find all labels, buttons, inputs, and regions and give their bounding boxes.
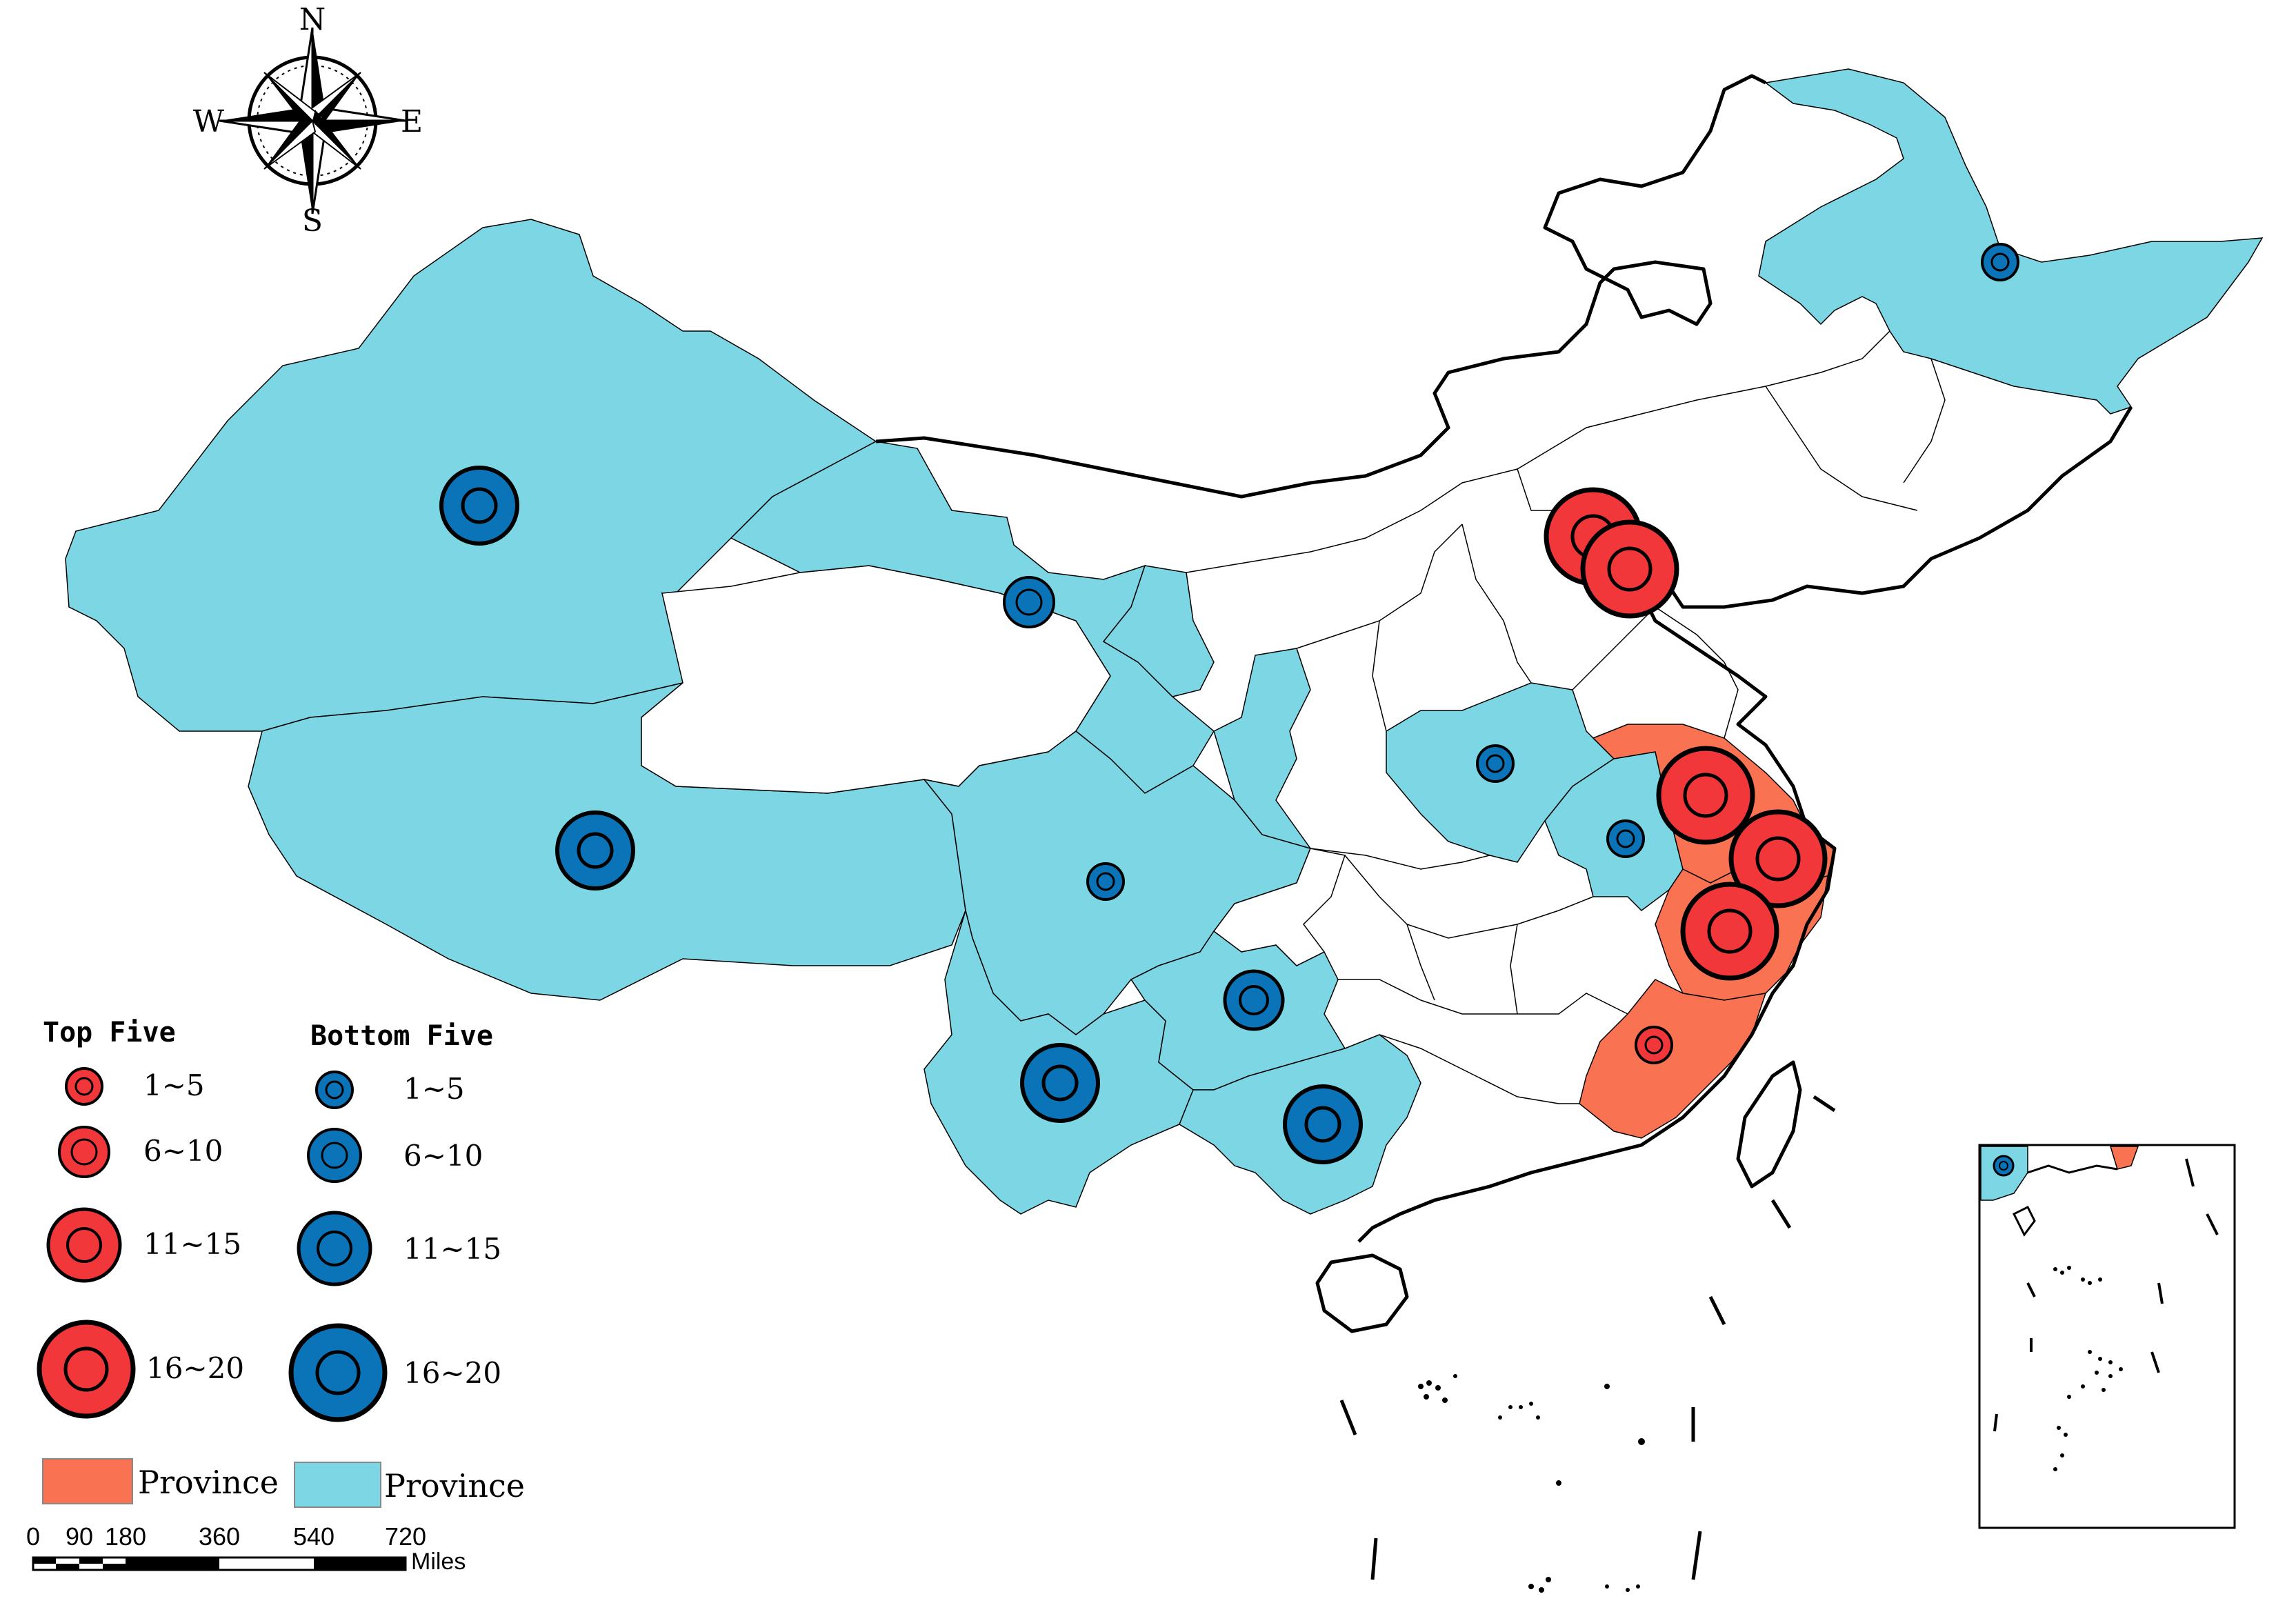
marker-yunnan (1020, 1043, 1100, 1123)
scale-unit-label: Miles (411, 1549, 466, 1575)
internal-boundaries (1186, 330, 1946, 1104)
marker-jiangsu (1656, 746, 1755, 845)
marker-sichuan (1086, 862, 1125, 901)
scale-tick-540: 540 (293, 1522, 335, 1551)
marker-henan (1476, 744, 1515, 783)
legend-bottom-five-title: Bottom Five (310, 1020, 493, 1052)
nine-dash-line (1339, 1095, 1836, 1580)
legend-bottom-symbol-1 (315, 1071, 354, 1109)
legend-top-province-label: Province (138, 1464, 279, 1501)
compass-north-label: N (299, 2, 326, 37)
compass-rose-icon: N S E W (193, 2, 423, 239)
legend-top-province-swatch (42, 1458, 133, 1504)
scale-tick-0: 0 (26, 1522, 40, 1551)
legend-top-range-3: 11~15 (143, 1227, 241, 1261)
scale-tick-180: 180 (105, 1522, 146, 1551)
compass-east-label: E (401, 104, 423, 139)
marker-guangxi (1283, 1084, 1363, 1164)
south-china-sea-inset (1978, 1144, 2236, 1529)
coastline (1357, 406, 2133, 1243)
province-heilongjiang (1758, 68, 2264, 415)
legend-bottom-range-3: 11~15 (403, 1232, 501, 1266)
bottom-five-markers (439, 243, 2019, 1164)
legend-bottom-province-label: Province (384, 1467, 525, 1504)
province-shaanxi (1213, 648, 1312, 850)
legend-top-symbol-3 (46, 1207, 122, 1283)
legend-top-symbol-4 (37, 1320, 136, 1419)
legend-top-range-4: 16~20 (146, 1351, 244, 1385)
marker-fujian (1635, 1026, 1673, 1064)
marker-zhejiang (1680, 882, 1779, 981)
compass-south-label: S (302, 203, 323, 239)
marker-guizhou (1223, 969, 1285, 1031)
legend-top-symbol-2 (58, 1126, 110, 1178)
legend-bottom-range-1: 1~5 (403, 1072, 465, 1106)
taiwan-island (1736, 1060, 1802, 1188)
marker-gansu (1003, 576, 1055, 628)
hainan-island (1315, 1253, 1409, 1333)
legend-bottom-symbol-3 (297, 1211, 372, 1286)
legend: Top Five Bottom Five 1~5 6~10 11~15 16~2… (37, 1017, 525, 1508)
compass-west-label: W (193, 104, 225, 139)
marker-tibet (555, 810, 635, 890)
province-fujian (1579, 979, 1767, 1139)
legend-bottom-range-2: 6~10 (403, 1139, 483, 1173)
national-boundary (875, 74, 1767, 499)
marker-heilongjiang (1981, 243, 2019, 281)
scale-tick-90: 90 (66, 1522, 93, 1551)
marker-tianjin (1580, 519, 1679, 619)
marker-shanghai (1728, 809, 1828, 908)
scale-tick-720: 720 (385, 1522, 426, 1551)
marker-xinjiang (439, 466, 519, 546)
legend-bottom-range-4: 16~20 (403, 1356, 501, 1390)
legend-top-range-2: 6~10 (143, 1134, 223, 1168)
scale-tick-360: 360 (199, 1522, 240, 1551)
top-five-markers (1544, 487, 1828, 1064)
legend-top-range-1: 1~5 (143, 1068, 205, 1102)
legend-bottom-symbol-4 (288, 1323, 388, 1422)
legend-bottom-symbol-2 (307, 1128, 362, 1183)
scale-bar: 0 90 180 360 540 720 Miles (26, 1522, 466, 1575)
marker-anhui (1606, 819, 1645, 858)
province-ningxia (1102, 565, 1215, 697)
legend-top-five-title: Top Five (43, 1017, 176, 1048)
south-china-sea-islands (1418, 1374, 1645, 1593)
legend-bottom-province-swatch (294, 1462, 381, 1508)
province-chongqing (1212, 848, 1346, 966)
legend-top-symbol-1 (65, 1067, 103, 1106)
